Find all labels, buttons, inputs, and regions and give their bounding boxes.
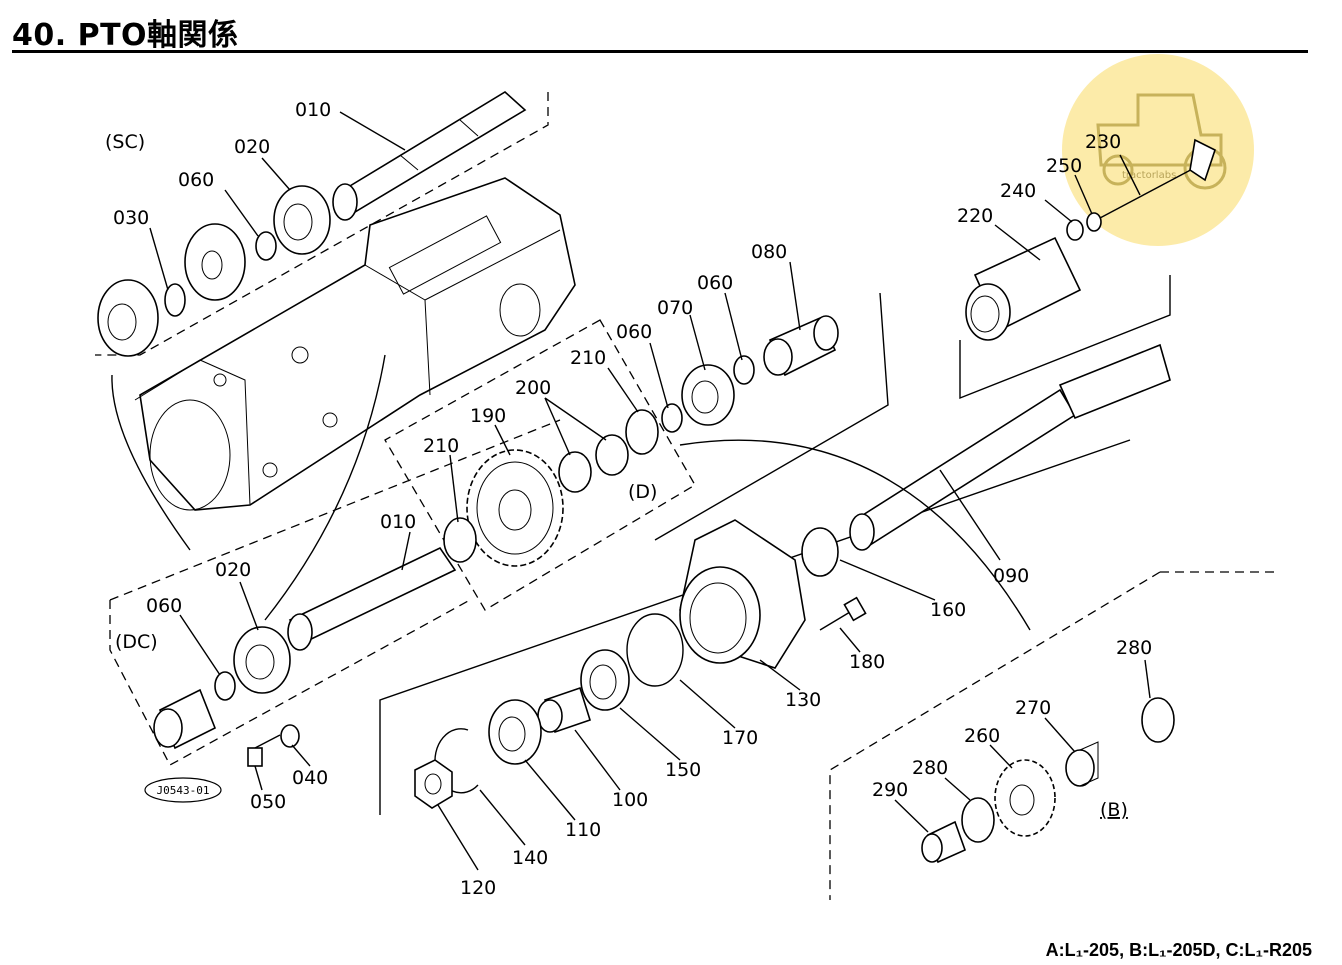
label-090: 090 bbox=[993, 565, 1029, 587]
sleeve-080 bbox=[763, 315, 839, 377]
snap-ring-060-upper bbox=[255, 231, 277, 261]
bearing-070 bbox=[681, 364, 735, 426]
washer-280-b bbox=[961, 797, 995, 843]
leader-lines bbox=[149, 111, 1151, 871]
label-d-group: (D) bbox=[628, 481, 657, 503]
bolt-180 bbox=[819, 596, 867, 631]
transmission-case bbox=[134, 177, 576, 511]
label-060-d: 060 bbox=[146, 595, 182, 617]
watermark-text: tractorlabs bbox=[1122, 170, 1176, 181]
label-dc-group: (DC) bbox=[115, 631, 158, 653]
label-010-lower: 010 bbox=[380, 511, 416, 533]
figure-code-badge: J0543-01 bbox=[144, 777, 222, 803]
label-060-b: 060 bbox=[697, 272, 733, 294]
page-title: 40. PTO軸関係 bbox=[12, 18, 239, 53]
shaft-010-lower bbox=[287, 546, 457, 651]
label-060-upper: 060 bbox=[178, 169, 214, 191]
label-190: 190 bbox=[470, 405, 506, 427]
bearing-020-lower bbox=[233, 626, 291, 694]
label-020-lower: 020 bbox=[215, 559, 251, 581]
title-underline bbox=[12, 50, 1308, 53]
label-020-upper: 020 bbox=[234, 136, 270, 158]
label-200: 200 bbox=[515, 377, 551, 399]
arrow-sc bbox=[111, 374, 191, 551]
arrow-dc bbox=[264, 354, 386, 621]
label-150: 150 bbox=[665, 759, 701, 781]
label-040: 040 bbox=[292, 767, 328, 789]
label-180: 180 bbox=[849, 651, 885, 673]
housing-130 bbox=[679, 519, 806, 669]
watermark-logo: tractorlabs bbox=[1062, 54, 1254, 246]
label-250: 250 bbox=[1046, 155, 1082, 177]
o-ring-170 bbox=[626, 613, 684, 687]
bolt-230 bbox=[1099, 138, 1216, 219]
sc-group-border bbox=[95, 92, 549, 356]
bearing-150 bbox=[580, 649, 630, 711]
label-210-b: 210 bbox=[423, 435, 459, 457]
sleeve-group-border bbox=[959, 275, 1171, 400]
washer-250 bbox=[1086, 212, 1102, 232]
bearing-110 bbox=[488, 699, 542, 765]
label-290: 290 bbox=[872, 779, 908, 801]
model-legend: A:L₁-205, B:L₁-205D, C:L₁-R205 bbox=[1045, 940, 1312, 960]
label-b-group: (B) bbox=[1100, 799, 1128, 821]
label-280-b: 280 bbox=[912, 757, 948, 779]
label-080: 080 bbox=[751, 241, 787, 263]
label-110: 110 bbox=[565, 819, 601, 841]
label-120: 120 bbox=[460, 877, 496, 899]
washer-210-b bbox=[443, 517, 477, 563]
label-070: 070 bbox=[657, 297, 693, 319]
washer-040 bbox=[280, 724, 300, 748]
nut-120 bbox=[414, 759, 453, 809]
arrow-d bbox=[679, 439, 1031, 631]
b-group-border-left bbox=[829, 571, 1161, 900]
label-240: 240 bbox=[1000, 180, 1036, 202]
gear-190 bbox=[466, 449, 564, 567]
label-060-c: 060 bbox=[616, 321, 652, 343]
bushing-290 bbox=[921, 820, 967, 864]
label-170: 170 bbox=[722, 727, 758, 749]
sleeve-220 bbox=[965, 236, 1082, 341]
bearing-020-upper bbox=[273, 185, 331, 255]
washer-210-a bbox=[625, 409, 659, 455]
d-group-border bbox=[384, 319, 696, 611]
washer-240 bbox=[1066, 219, 1084, 241]
bearing-group-border bbox=[654, 292, 889, 541]
label-260: 260 bbox=[964, 725, 1000, 747]
dc-group-border-bottom bbox=[109, 599, 471, 766]
label-100: 100 bbox=[612, 789, 648, 811]
label-210-a: 210 bbox=[570, 347, 606, 369]
snap-ring-060-c bbox=[661, 403, 683, 433]
label-270: 270 bbox=[1015, 697, 1051, 719]
label-220: 220 bbox=[957, 205, 993, 227]
label-030: 030 bbox=[113, 207, 149, 229]
label-010-upper: 010 bbox=[295, 99, 331, 121]
label-050: 050 bbox=[250, 791, 286, 813]
seal-160 bbox=[801, 527, 839, 577]
shaft-090 bbox=[849, 343, 1171, 551]
label-280-a: 280 bbox=[1116, 637, 1152, 659]
label-160: 160 bbox=[930, 599, 966, 621]
needle-bearing-200 bbox=[558, 434, 629, 493]
needle-bearing-270 bbox=[1065, 741, 1099, 787]
label-140: 140 bbox=[512, 847, 548, 869]
coupling-lower bbox=[153, 688, 217, 750]
figure-code: J0543-01 bbox=[157, 784, 210, 797]
gear-260 bbox=[994, 759, 1056, 837]
spacer-100 bbox=[537, 686, 591, 734]
shaft-010-upper bbox=[332, 91, 527, 221]
bolt-050 bbox=[247, 734, 281, 767]
snap-ring-060-b bbox=[733, 355, 755, 385]
label-230: 230 bbox=[1085, 131, 1121, 153]
label-sc-group: (SC) bbox=[105, 131, 145, 153]
washer-280-a bbox=[1141, 697, 1175, 743]
snap-ring-060-d bbox=[214, 671, 236, 701]
cover-assembly bbox=[97, 223, 246, 357]
label-130: 130 bbox=[785, 689, 821, 711]
